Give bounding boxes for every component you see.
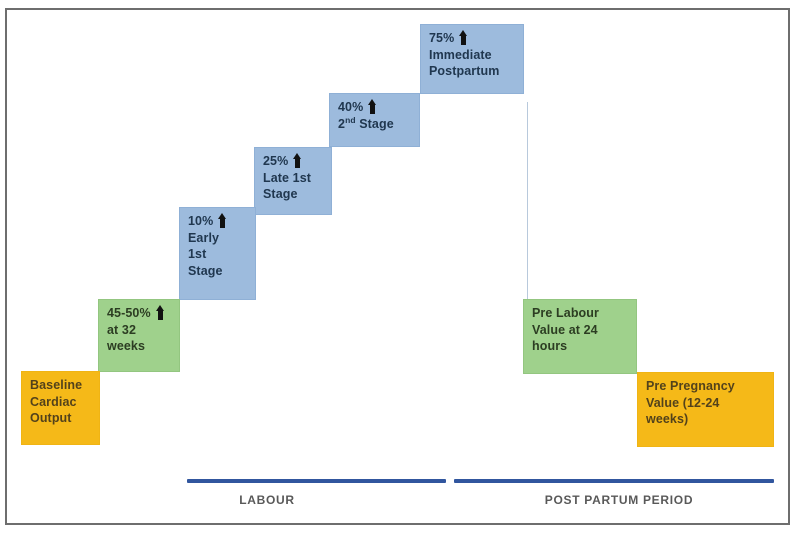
labour-period-bar — [187, 479, 446, 483]
box-late-first-stage-line3: Stage — [263, 187, 298, 201]
box-early-first-stage-line2: Early — [188, 230, 220, 245]
box-early-first-stage-value: 10% — [188, 214, 214, 228]
box-immediate-postpartum-line1: 75% — [429, 30, 517, 47]
box-pre-pregnancy-line1: Pre Pregnancy — [646, 379, 735, 393]
box-second-stage-line1: 40% — [338, 99, 413, 116]
box-baseline-line2: Cardiac — [30, 394, 77, 409]
box-pre-labour-line3: hours — [532, 339, 568, 353]
box-pre-labour-line2: Value at 24 — [532, 322, 598, 337]
box-pre-pregnancy-value: Pre Pregnancy Value (12-24 weeks) — [637, 372, 774, 447]
box-antenatal-increase: 45-50% at 32 weeks — [98, 299, 180, 372]
box-baseline-cardiac-output: Baseline Cardiac Output — [21, 371, 100, 445]
arrow-up-icon — [368, 99, 377, 114]
post-partum-period-bar — [454, 479, 774, 483]
box-early-first-stage-line3: 1st — [188, 247, 207, 261]
box-antenatal-line3: weeks — [107, 339, 146, 353]
box-pre-pregnancy-line3: weeks) — [646, 412, 689, 426]
box-early-first-stage: 10% Early 1st Stage — [179, 207, 256, 300]
arrow-up-icon — [459, 30, 468, 45]
box-late-first-stage-line1: 25% — [263, 153, 325, 170]
post-partum-period-label: POST PARTUM PERIOD — [544, 493, 694, 507]
box-immediate-postpartum: 75% Immediate Postpartum — [420, 24, 524, 94]
box-immediate-postpartum-line2: Immediate — [429, 47, 492, 62]
box-baseline-line1: Baseline — [30, 378, 83, 392]
box-late-first-stage: 25% Late 1st Stage — [254, 147, 332, 215]
peak-drop-line — [527, 102, 528, 308]
box-baseline-line3: Output — [30, 411, 72, 425]
arrow-up-icon — [155, 305, 165, 320]
box-pre-pregnancy-line2: Value (12-24 — [646, 395, 720, 410]
box-early-first-stage-line1: 10% — [188, 213, 249, 230]
box-antenatal-line1: 45-50% — [107, 305, 173, 322]
box-early-first-stage-line4: Stage — [188, 263, 223, 278]
box-second-stage-label: Stage — [355, 116, 394, 131]
box-antenatal-line2: at 32 — [107, 322, 136, 337]
box-late-first-stage-line2: Late 1st — [263, 170, 312, 185]
figure-frame: 75% Immediate Postpartum 40% 2nd Stage 2… — [5, 8, 790, 525]
box-immediate-postpartum-line3: Postpartum — [429, 64, 500, 78]
box-pre-labour-line1: Pre Labour — [532, 306, 599, 320]
box-second-stage-line2: 2nd Stage — [338, 114, 413, 133]
arrow-up-icon — [293, 153, 302, 168]
arrow-up-icon — [218, 213, 227, 228]
box-second-stage-ordinal-number: 2 — [338, 116, 346, 131]
box-second-stage-ordinal-suffix: nd — [345, 114, 356, 125]
box-second-stage: 40% 2nd Stage — [329, 93, 420, 147]
box-immediate-postpartum-value: 75% — [429, 31, 455, 45]
box-pre-labour-value: Pre Labour Value at 24 hours — [523, 299, 637, 374]
labour-period-label: LABOUR — [239, 493, 295, 507]
box-second-stage-value: 40% — [338, 100, 364, 114]
box-late-first-stage-value: 25% — [263, 154, 289, 168]
box-antenatal-value: 45-50% — [107, 306, 151, 320]
